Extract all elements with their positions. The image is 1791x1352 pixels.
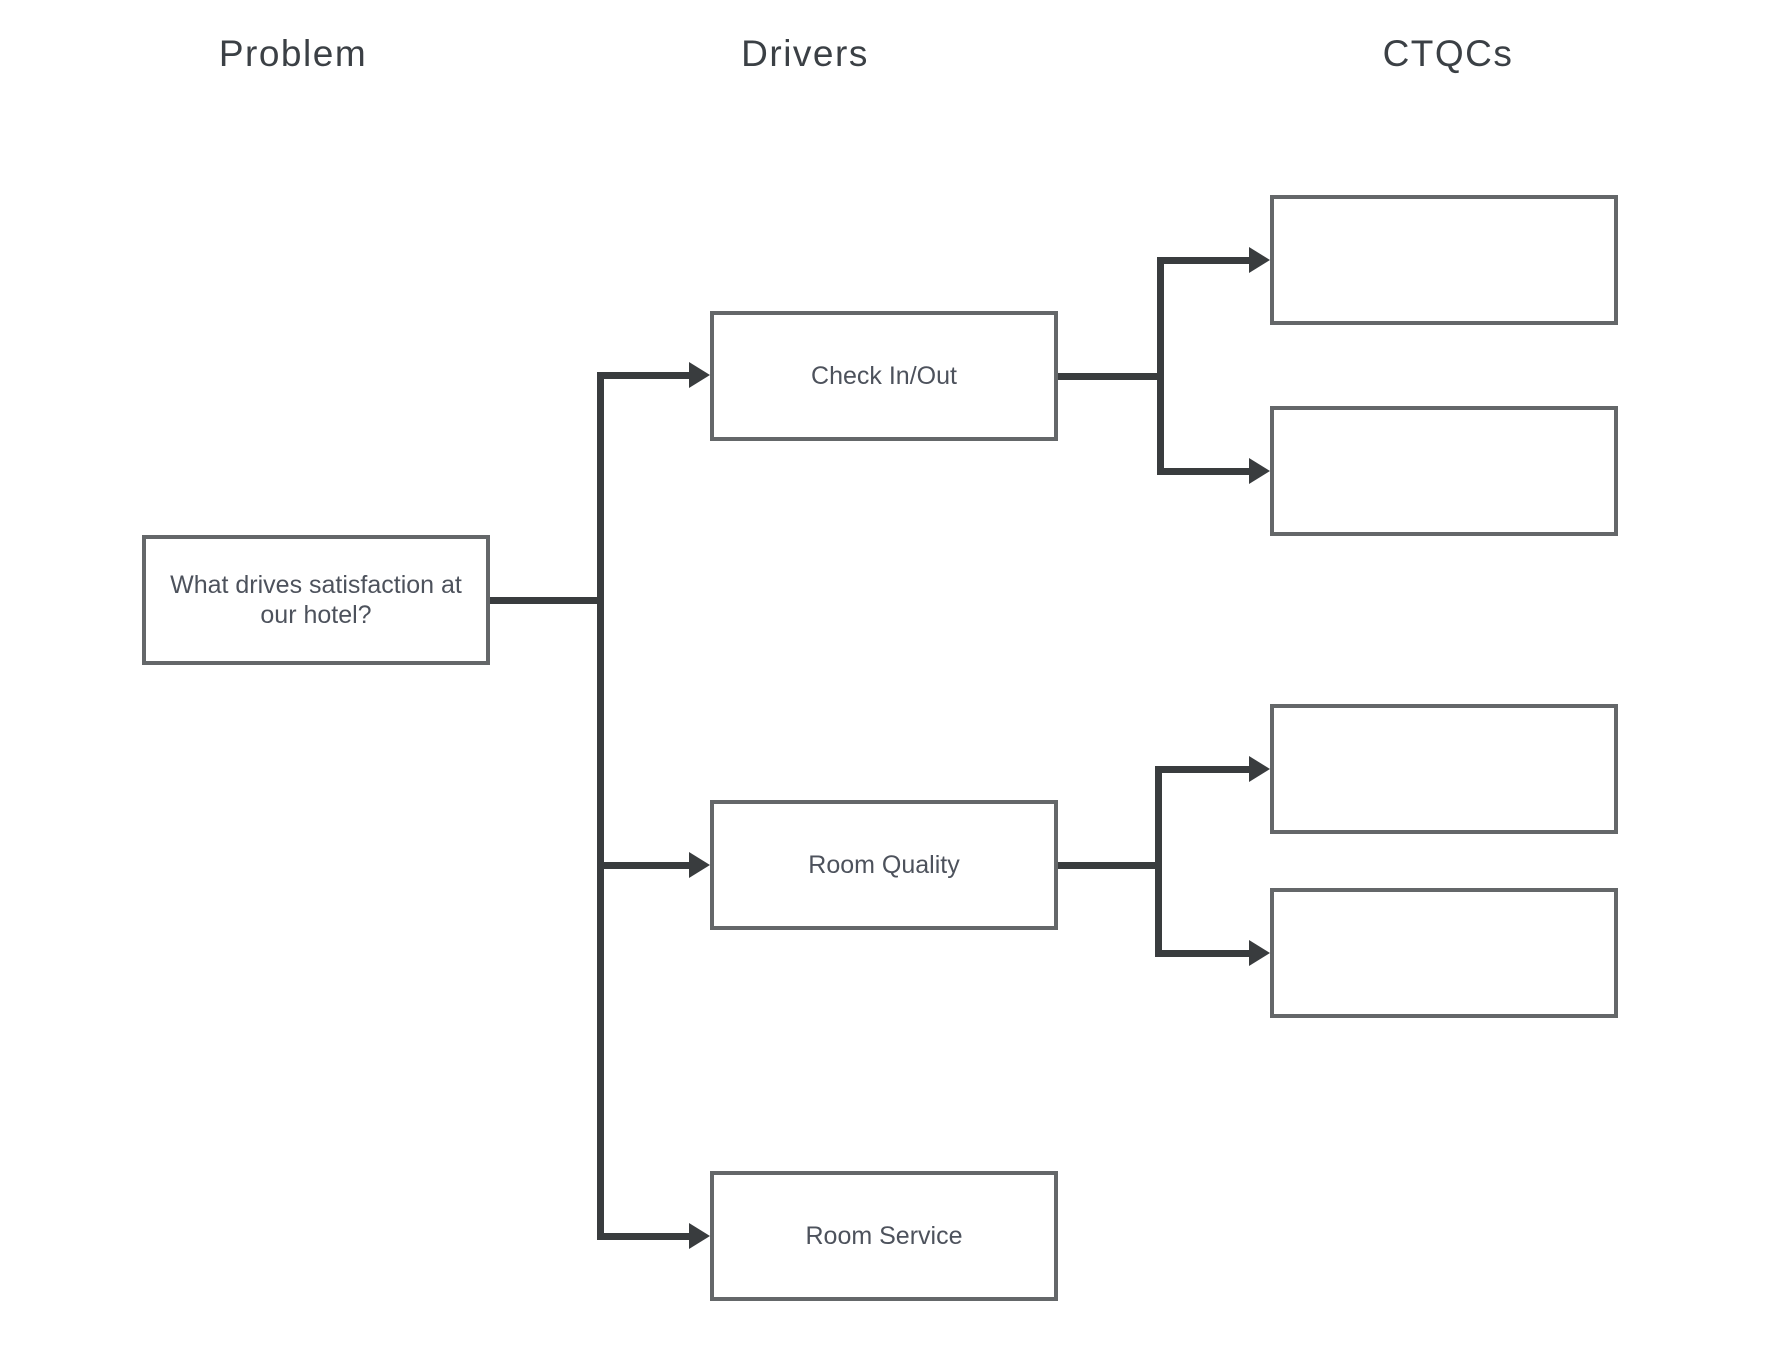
branch-trunk-room-quality — [1155, 766, 1162, 957]
node-driver-check-in-out-label: Check In/Out — [811, 362, 957, 390]
connector-to-ctqc-4 — [1155, 950, 1250, 957]
node-ctqc-3[interactable] — [1270, 704, 1618, 834]
arrowhead-ctqc-1 — [1249, 247, 1270, 273]
connector-to-ctqc-3 — [1155, 766, 1250, 773]
node-driver-room-quality-label: Room Quality — [808, 851, 960, 879]
connector-to-room-service — [597, 1233, 690, 1240]
branch-trunk-check-in-out — [1157, 257, 1164, 475]
node-driver-room-service-label: Room Service — [805, 1222, 963, 1250]
arrowhead-ctqc-2 — [1249, 458, 1270, 484]
connector-to-ctqc-1 — [1157, 257, 1250, 264]
node-problem[interactable]: What drives satisfaction at our hotel? — [142, 535, 490, 665]
arrowhead-room-quality — [689, 852, 710, 878]
node-driver-room-service[interactable]: Room Service — [710, 1171, 1058, 1301]
connector-room-quality-to-branch — [1058, 862, 1162, 869]
connector-to-room-quality — [597, 862, 690, 869]
column-header-problem: Problem — [218, 33, 368, 74]
connector-to-check-in-out — [597, 372, 690, 379]
node-driver-check-in-out[interactable]: Check In/Out — [710, 311, 1058, 441]
connector-problem-to-trunk — [489, 597, 604, 604]
arrowhead-room-service — [689, 1223, 710, 1249]
column-header-ctqcs: CTQCs — [1382, 33, 1514, 74]
node-ctqc-4[interactable] — [1270, 888, 1618, 1018]
node-ctqc-1[interactable] — [1270, 195, 1618, 325]
arrowhead-ctqc-4 — [1249, 940, 1270, 966]
connector-check-in-out-to-branch — [1058, 373, 1164, 380]
connector-to-ctqc-2 — [1157, 468, 1250, 475]
node-problem-label: What drives satisfaction at our hotel? — [170, 571, 462, 629]
connector-main-trunk — [597, 372, 604, 1240]
arrowhead-check-in-out — [689, 362, 710, 388]
column-header-drivers: Drivers — [741, 33, 869, 74]
arrowhead-ctqc-3 — [1249, 756, 1270, 782]
node-ctqc-2[interactable] — [1270, 406, 1618, 536]
node-driver-room-quality[interactable]: Room Quality — [710, 800, 1058, 930]
